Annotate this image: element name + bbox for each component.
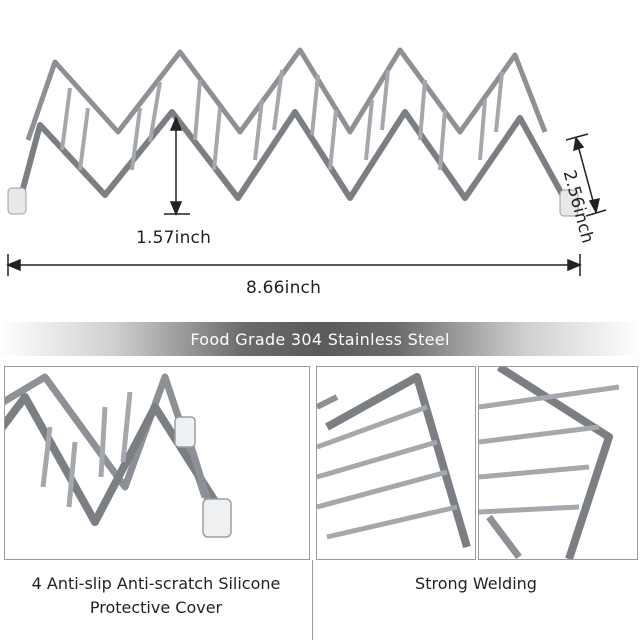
height-dimension-line: [164, 116, 190, 216]
welding-detail-image-left: [317, 373, 471, 549]
silicone-foot: [559, 189, 579, 217]
width-dimension-line: [565, 133, 607, 217]
feet-caption-line-1: 4 Anti-slip Anti-scratch Silicone: [31, 574, 281, 593]
length-label: 8.66inch: [246, 278, 322, 298]
rack-back-wire: [25, 47, 548, 141]
rack-front-wire: [17, 109, 571, 207]
material-banner: Food Grade 304 Stainless Steel: [0, 322, 640, 356]
feet-detail-image: [5, 373, 232, 538]
feet-detail-panel: [4, 366, 310, 560]
silicone-foot: [174, 416, 196, 448]
welding-detail-image-right: [479, 367, 620, 559]
banner-text: Food Grade 304 Stainless Steel: [190, 329, 450, 349]
rack-cross-rods: [60, 69, 504, 171]
silicone-foot: [202, 498, 232, 538]
silicone-foot: [7, 187, 27, 215]
welding-caption: Strong Welding: [415, 574, 537, 593]
caption-divider: [312, 560, 313, 640]
height-label: 1.57inch: [136, 228, 212, 248]
feet-caption: 4 Anti-slip Anti-scratch Silicone Protec…: [6, 572, 306, 620]
welding-detail-panel-right: [478, 366, 638, 560]
welding-detail-panel-left: [316, 366, 476, 560]
taco-holder-illustration: [6, 47, 607, 276]
length-dimension-line: [6, 254, 582, 276]
feet-caption-line-2: Protective Cover: [89, 598, 223, 617]
